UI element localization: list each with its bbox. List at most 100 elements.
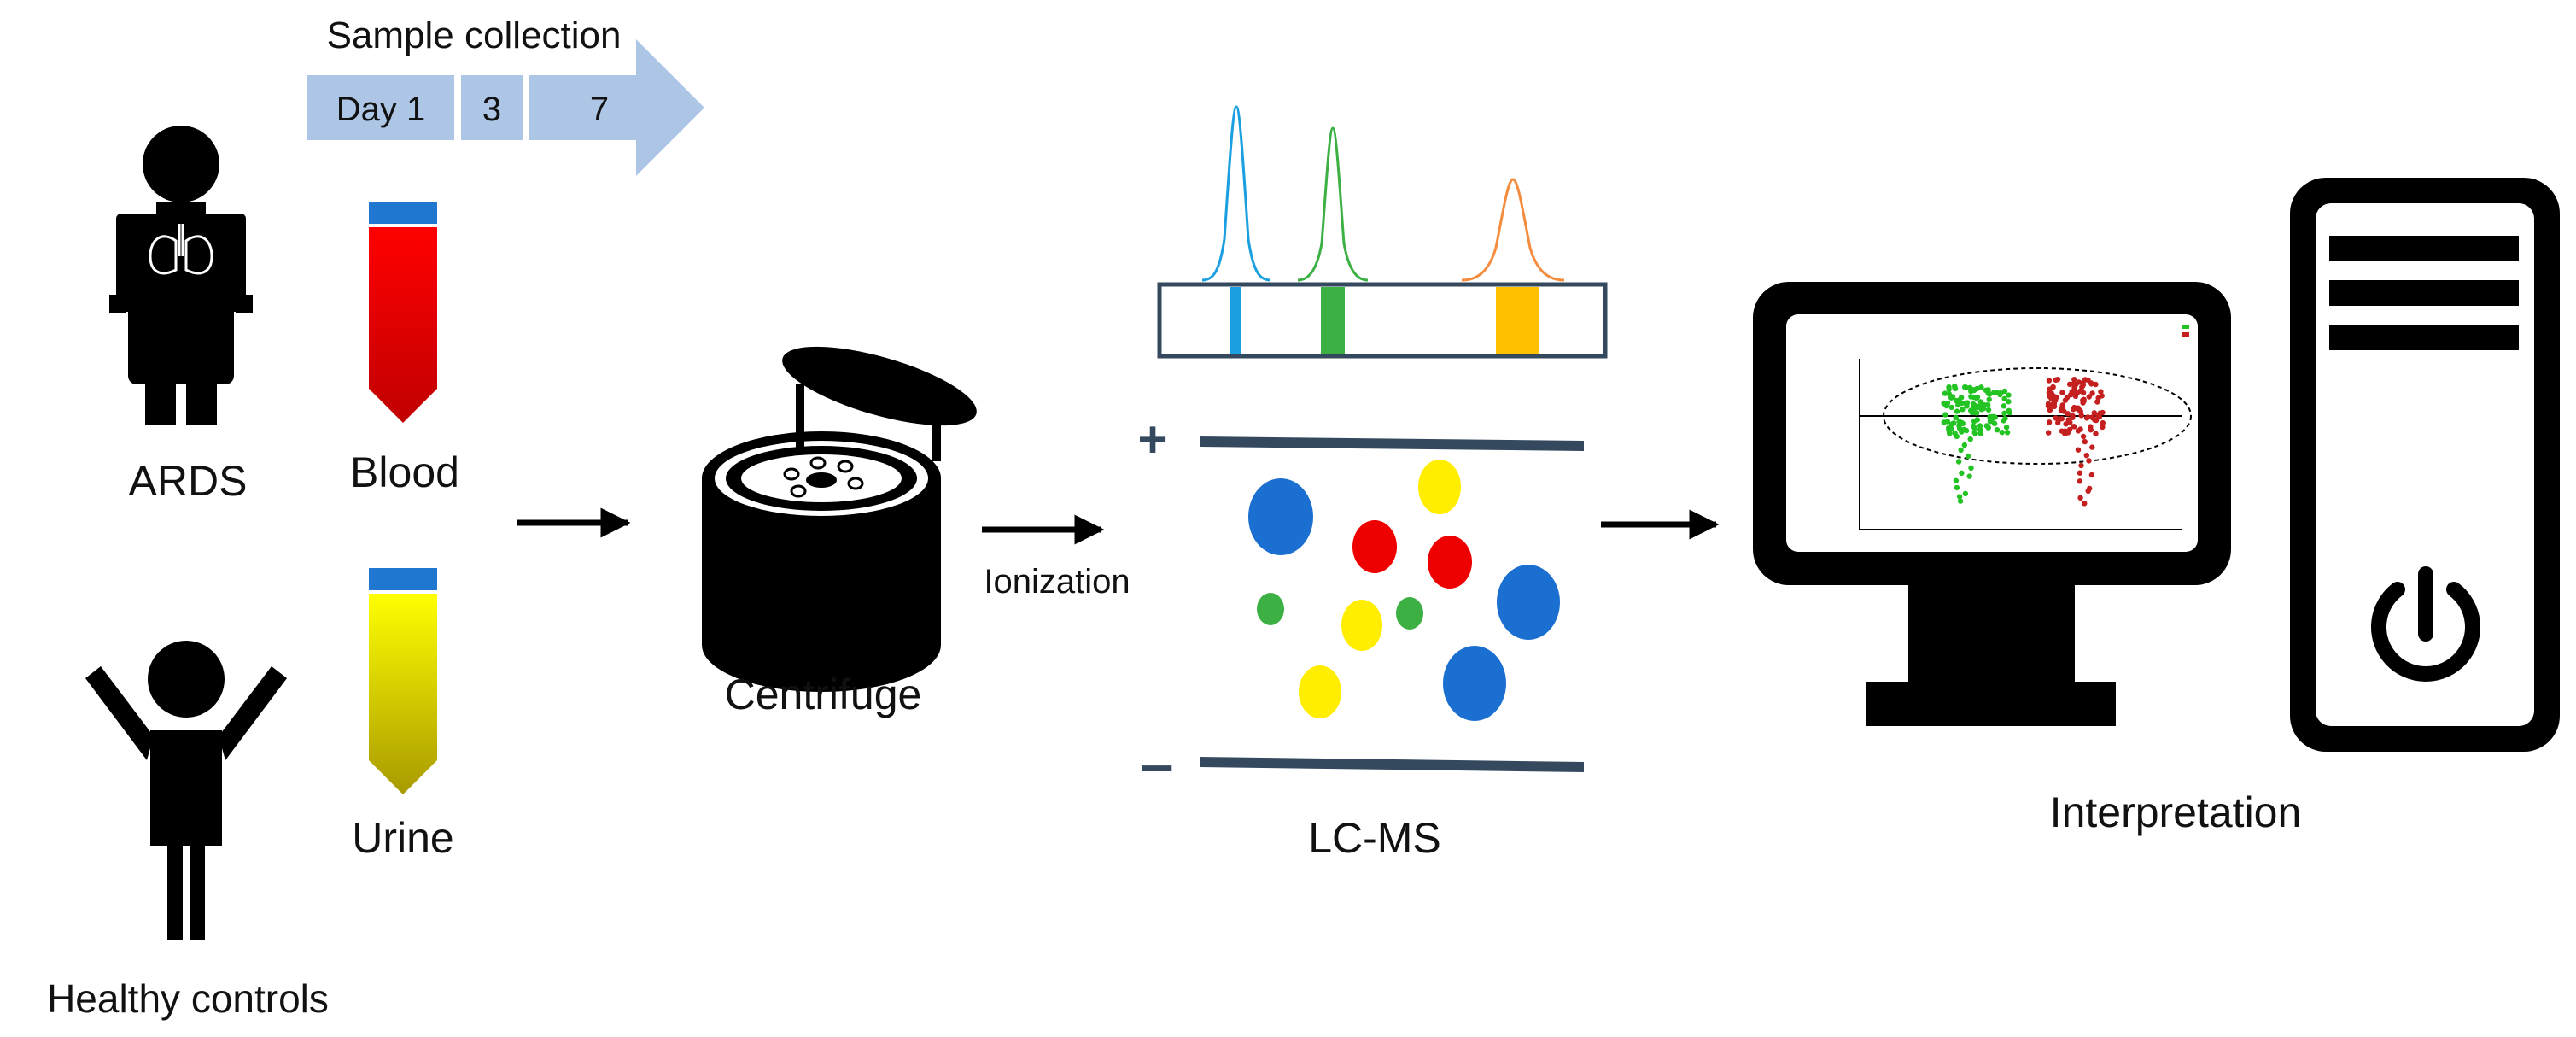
scatter-point	[2080, 433, 2087, 440]
scatter-point	[2053, 394, 2059, 400]
scatter-point	[2089, 414, 2095, 420]
scatter-point	[2070, 414, 2076, 421]
ards-patient-icon	[109, 126, 253, 425]
power-icon	[2371, 566, 2480, 682]
scatter-point	[1983, 423, 1989, 429]
minus-electrode-sign: –	[1141, 730, 1174, 797]
scatter-point	[1964, 403, 1970, 409]
scatter-point	[2089, 444, 2095, 450]
scatter-point	[2001, 418, 2006, 424]
ion-green	[1257, 593, 1284, 625]
plus-electrode-sign: +	[1137, 411, 1167, 468]
scatter-point	[2053, 377, 2059, 383]
scatter-point	[1942, 401, 1948, 407]
scatter-point	[2004, 430, 2011, 436]
scatter-point	[1974, 417, 1980, 423]
scatter-point	[2001, 395, 2007, 401]
blood-tube-icon	[369, 202, 437, 423]
scatter-point	[1946, 386, 1952, 392]
scatter-point	[2100, 409, 2106, 416]
scatter-cluster-red	[2045, 377, 2106, 507]
negative-plate	[1200, 757, 1584, 772]
computer-tower-icon	[2290, 178, 2560, 752]
scatter-point	[1961, 426, 1967, 432]
scatter-point	[1948, 421, 1955, 427]
scatter-point	[1991, 420, 1998, 426]
scatter-point	[1961, 442, 1967, 448]
scatter-point	[1947, 431, 1953, 436]
scatter-point	[2081, 398, 2087, 404]
scatter-point	[1966, 473, 1972, 479]
scatter-point	[2001, 388, 2008, 395]
scatter-point	[1954, 433, 1960, 440]
ion-yellow	[1299, 665, 1341, 718]
scatter-point	[1954, 408, 1960, 414]
scatter-point	[1981, 401, 1988, 408]
scatter-point	[2077, 478, 2083, 484]
scatter-point	[2001, 410, 2007, 416]
scatter-point	[2088, 424, 2094, 430]
scatter-point	[1978, 384, 1984, 390]
scatter-point	[1948, 426, 1954, 432]
scatter-point	[2088, 472, 2095, 478]
scatter-point	[1956, 419, 1962, 425]
scatter-point	[2098, 389, 2104, 395]
scatter-point	[2077, 470, 2083, 476]
scatter-point	[2065, 411, 2071, 417]
scatter-point	[1954, 484, 1960, 491]
ion-blue	[1248, 478, 1313, 555]
scatter-point	[1968, 394, 1974, 400]
interpretation-label: Interpretation	[2050, 788, 2302, 836]
scatter-point	[2075, 428, 2082, 434]
scatter-point	[2073, 381, 2079, 388]
scatter-point	[2046, 378, 2053, 384]
scatter-point	[1967, 436, 1973, 442]
scatter-point	[2086, 458, 2092, 464]
scatter-point	[2062, 397, 2069, 403]
scatter-point	[1999, 430, 2005, 436]
scatter-point	[2094, 399, 2100, 405]
scatter-point	[1968, 465, 1974, 471]
scatter-point	[2085, 377, 2091, 384]
scatter-point	[2001, 403, 2007, 409]
scatter-point	[1971, 425, 1977, 431]
chromatogram-peaks	[1201, 105, 1565, 282]
scatter-point	[2066, 381, 2073, 387]
scatter-point	[1956, 423, 1962, 429]
scatter-point	[1972, 431, 1978, 436]
scatter-point	[2055, 419, 2061, 426]
scatter-point	[2003, 425, 2010, 431]
sample-collection-timeline: Sample collection Day 1 3 7	[307, 15, 704, 176]
scatter-point	[2075, 390, 2081, 395]
scatter-point	[1959, 470, 1965, 476]
scatter-point	[2075, 447, 2082, 453]
scatter-point	[1997, 391, 2003, 398]
timeline-arrow	[529, 39, 704, 176]
scatter-point	[2080, 383, 2086, 389]
scatter-point	[1973, 395, 1979, 401]
scatter-point	[2047, 407, 2053, 413]
scatter-point	[1946, 390, 1952, 397]
scatter-point	[1957, 498, 1964, 504]
scatter-point	[2046, 430, 2052, 436]
scatter-point	[1977, 431, 1983, 436]
scatter-point	[2085, 414, 2091, 420]
scatter-point	[2062, 431, 2068, 437]
scatter-point	[1960, 407, 1966, 413]
scatter-point	[2083, 453, 2089, 459]
scatter-point	[1956, 494, 1963, 500]
ards-label: ARDS	[129, 457, 248, 505]
scatter-point	[2086, 394, 2092, 400]
scatter-point	[2071, 407, 2077, 413]
scatter-point	[1989, 413, 1995, 419]
scatter-point	[1985, 407, 1992, 413]
scatter-point	[2082, 438, 2088, 445]
scatter-point	[1967, 384, 1973, 390]
scatter-point	[2047, 386, 2053, 392]
scatter-point	[1953, 397, 1960, 404]
ion-chamber: + –	[1137, 411, 1584, 797]
scatter-point	[2006, 399, 2012, 405]
timeline-day1-label: Day 1	[336, 91, 426, 128]
band-blue	[1230, 287, 1241, 354]
scatter-point	[1952, 383, 1958, 390]
